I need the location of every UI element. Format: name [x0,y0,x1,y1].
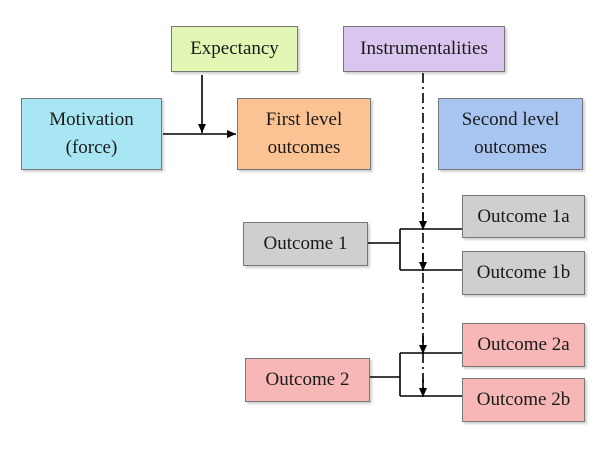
outcome-2b-label: Outcome 2b [476,389,571,411]
outcome-1b-box: Outcome 1b [462,251,585,295]
instrumentalities-label: Instrumentalities [360,38,488,60]
outcome-2a-label: Outcome 2a [477,334,570,356]
outcome-1b-label: Outcome 1b [476,262,571,284]
outcome-1a-box: Outcome 1a [462,195,585,238]
instrumentalities-box: Instrumentalities [343,26,505,72]
outcome-1-box: Outcome 1 [243,222,368,266]
motivation-box: Motivation (force) [21,98,162,170]
outcome-1-label: Outcome 1 [263,233,348,255]
outcome-2a-box: Outcome 2a [462,323,585,367]
outcome-2b-box: Outcome 2b [462,378,585,422]
second-level-label-line-2: outcomes [474,137,547,158]
motivation-label-line-1: Motivation [49,109,134,131]
first-level-outcomes-box: First level outcomes [237,98,371,170]
outcome-2-label: Outcome 2 [265,369,350,391]
first-level-label-line-1: First level [265,109,343,131]
second-level-outcomes-box: Second level outcomes [438,98,583,170]
expectancy-box: Expectancy [171,26,298,72]
expectancy-label: Expectancy [190,38,279,60]
second-level-label-line-1: Second level [461,109,560,131]
outcome-1a-label: Outcome 1a [477,205,570,227]
motivation-label-line-2: (force) [65,137,118,158]
first-level-label-line-2: outcomes [267,137,341,158]
outcome-2-box: Outcome 2 [245,358,370,402]
